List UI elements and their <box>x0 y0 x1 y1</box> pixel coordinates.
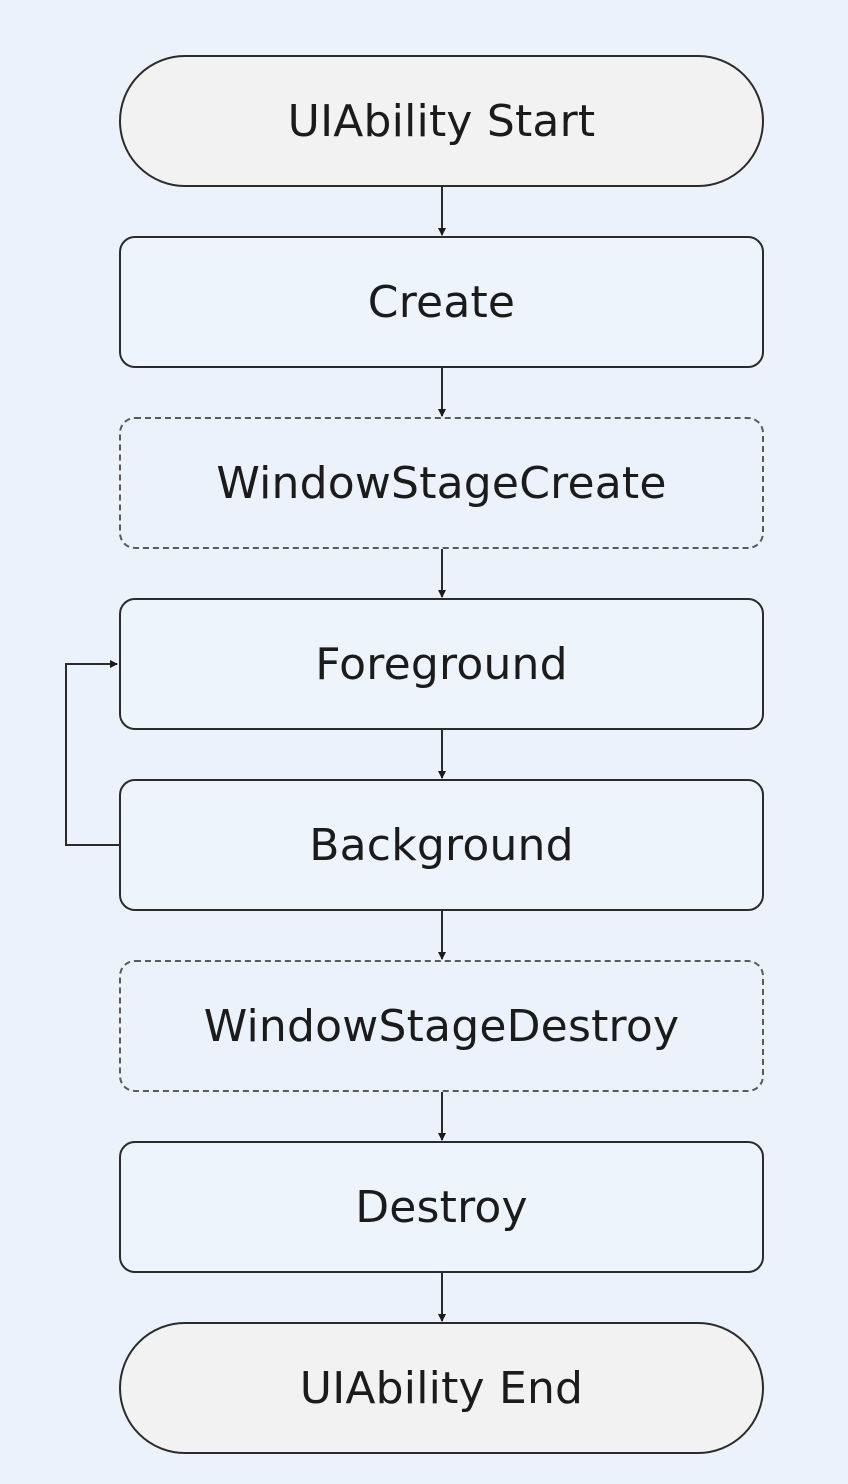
edge-background-to-foreground-loop <box>65 660 119 846</box>
node-window-stage-destroy: WindowStageDestroy <box>119 960 764 1092</box>
node-label-destroy: Destroy <box>355 1181 528 1233</box>
node-uiability-end: UIAbility End <box>119 1322 764 1454</box>
node-label-create: Create <box>367 276 516 328</box>
node-label-foreground: Foreground <box>315 638 568 690</box>
node-destroy: Destroy <box>119 1141 764 1273</box>
node-foreground: Foreground <box>119 598 764 730</box>
node-window-stage-create: WindowStageCreate <box>119 417 764 549</box>
node-label-background: Background <box>309 819 574 871</box>
node-create: Create <box>119 236 764 368</box>
node-uiability-start: UIAbility Start <box>119 55 764 187</box>
node-label-uiability-start: UIAbility Start <box>287 95 596 147</box>
node-label-window-stage-create: WindowStageCreate <box>216 457 667 509</box>
node-label-window-stage-destroy: WindowStageDestroy <box>203 1000 680 1052</box>
node-background: Background <box>119 779 764 911</box>
node-label-uiability-end: UIAbility End <box>299 1362 584 1414</box>
